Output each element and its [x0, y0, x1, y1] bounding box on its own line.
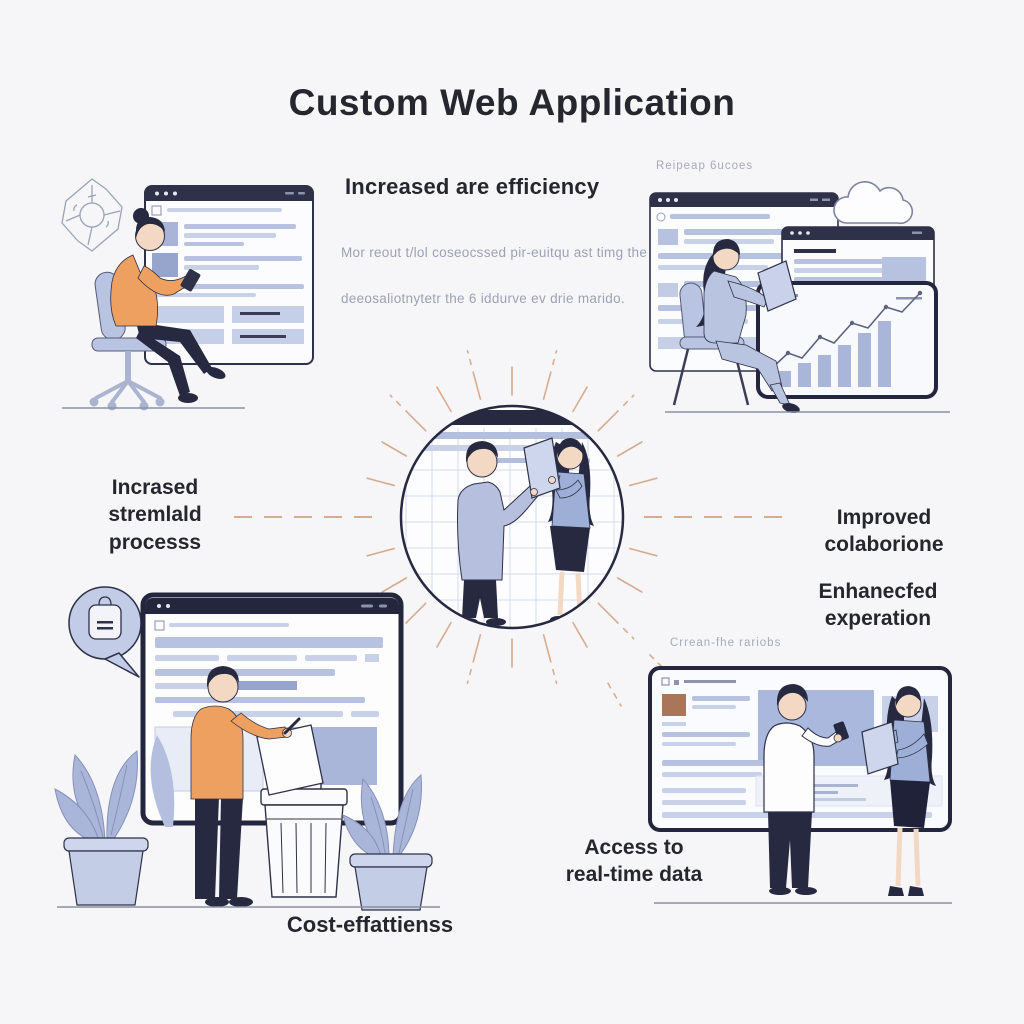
scene-analytics — [649, 181, 950, 413]
chart-screen — [756, 281, 938, 399]
scene-woman-browsing — [61, 178, 314, 411]
page-title: Custom Web Application — [288, 82, 736, 123]
scene-man-writing — [54, 586, 440, 911]
benefit-heading-efficiency: Increased are efficiency — [345, 174, 600, 199]
cloud-icon — [833, 181, 914, 225]
caption-bottom-right: Crrean-fhe rariobs — [670, 637, 782, 649]
benefit-paragraph-line2: deeosaliotnytetr the 6 iddurve ev drie m… — [341, 290, 625, 306]
person-woman-standing — [861, 686, 936, 896]
compass-doodle-icon — [61, 178, 123, 252]
potted-plant — [54, 735, 175, 906]
caption-top-right: Reipeap 6ucoes — [656, 160, 754, 172]
potted-plant — [342, 773, 433, 911]
scene-team-screen — [648, 666, 952, 904]
person-woman-tablet-front — [715, 260, 800, 413]
scene-center-collaboration — [234, 350, 790, 707]
person-man-writing — [190, 666, 324, 907]
benefit-paragraph-line1: Mor reout t/lol coseocssed pir-euitqu as… — [341, 244, 648, 260]
benefit-label-collaboration: Improved colaborione — [824, 506, 944, 557]
benefit-label-processes: Incrased stremlald processs — [108, 476, 202, 554]
benefit-label-realtime: Access to real-time data — [565, 836, 703, 887]
benefit-paragraph: Mor reout t/lol coseocssed pir-euitqu as… — [341, 219, 647, 334]
benefit-label-experience: Enhanecfed experation — [818, 580, 938, 631]
waste-bin — [260, 778, 348, 898]
benefit-label-cost: Cost-effattienss — [286, 912, 454, 937]
chat-bubble-icon — [68, 586, 142, 678]
person-man-standing — [763, 684, 849, 895]
person-woman-sitting — [110, 208, 226, 403]
person-woman-tablet — [672, 239, 750, 406]
sunburst-rays — [366, 350, 672, 707]
browser-window-icon — [144, 185, 314, 365]
